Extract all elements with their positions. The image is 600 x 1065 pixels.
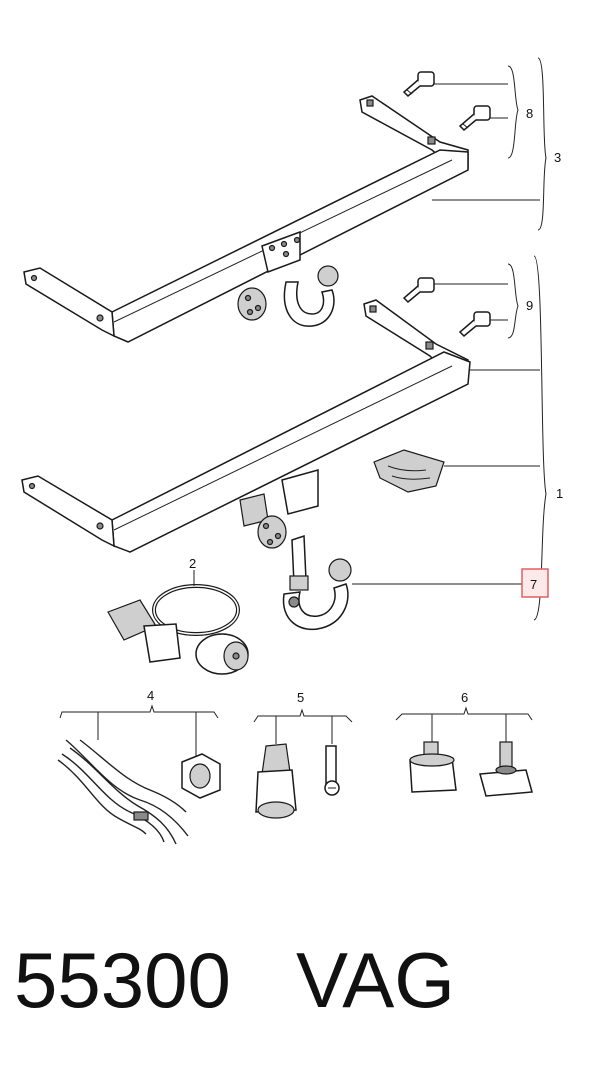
- upper-tow-hook: [283, 281, 335, 327]
- tow-ball-neck-7: [282, 583, 349, 631]
- highlight-box-7: [521, 568, 549, 598]
- lower-left-arm: [21, 475, 115, 548]
- bolt-8a: [402, 71, 435, 98]
- mount-6: [409, 741, 457, 793]
- bolt-8b: [458, 105, 491, 132]
- upper-towbar-assembly: [23, 71, 491, 343]
- lower-cross-beam: [111, 351, 471, 553]
- callout-2: 2: [189, 556, 196, 571]
- callout-3: 3: [554, 150, 561, 165]
- callout-1: 1: [556, 486, 563, 501]
- brand-name: VAG: [296, 936, 455, 1024]
- callout-5: 5: [297, 690, 304, 705]
- towbar-parts-diagram: 8 3 9 1 7 2 4 5 6: [21, 57, 563, 845]
- part-number: 55300: [14, 936, 231, 1024]
- socket-5: [255, 743, 297, 819]
- upper-left-arm: [23, 267, 115, 338]
- stud-6: [479, 741, 533, 797]
- screw-5: [324, 745, 340, 796]
- callout-7[interactable]: 7: [530, 577, 537, 592]
- callout-4: 4: [147, 688, 154, 703]
- callout-9: 9: [526, 298, 533, 313]
- bolt-9a: [402, 277, 435, 304]
- wiring-harness-4: [57, 739, 221, 845]
- bolt-9b: [458, 311, 491, 338]
- adapter-cable-2: [107, 584, 249, 675]
- leader-lines: [59, 57, 547, 756]
- callout-6: 6: [461, 690, 468, 705]
- footer: 55300 VAG: [14, 930, 594, 1030]
- callout-8: 8: [526, 106, 533, 121]
- lower-towbar-assembly: [21, 277, 491, 631]
